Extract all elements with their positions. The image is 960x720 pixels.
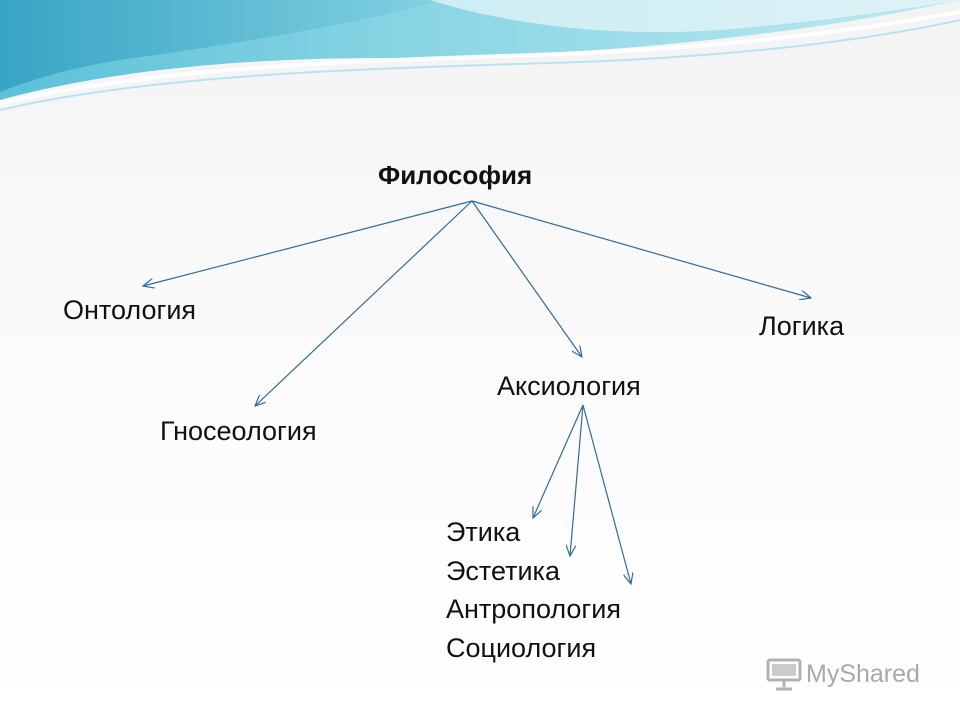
projector-screen-icon	[766, 658, 802, 691]
subtopic-aesthetics: Эстетика	[446, 555, 560, 586]
arrow-to-ontology	[143, 200, 473, 286]
arrow-to-anthropology	[582, 404, 631, 584]
axiology-subtopics-list: Этика Эстетика Антропология Социология	[446, 513, 621, 667]
myshared-watermark: MyShared	[766, 656, 920, 692]
arrow-to-ethics	[533, 404, 584, 518]
arrow-to-axiology	[471, 200, 582, 357]
arrow-to-aesthetics	[570, 404, 584, 556]
subtopic-ethics: Этика	[446, 517, 521, 547]
arrow-to-gnoseology	[255, 200, 473, 406]
branch-gnoseology: Гносеология	[160, 416, 317, 446]
arrow-to-logic	[471, 200, 811, 298]
subtopic-anthropology: Антропология	[446, 594, 621, 624]
branch-logic: Логика	[759, 311, 845, 341]
branch-ontology: Онтология	[63, 295, 197, 325]
watermark-brand-text: MyShared	[806, 659, 920, 688]
subtopic-sociology: Социология	[446, 632, 597, 663]
diagram-root-philosophy: Философия	[378, 160, 533, 190]
branch-axiology: Аксиология	[497, 371, 641, 401]
wave-banner	[0, 0, 960, 111]
